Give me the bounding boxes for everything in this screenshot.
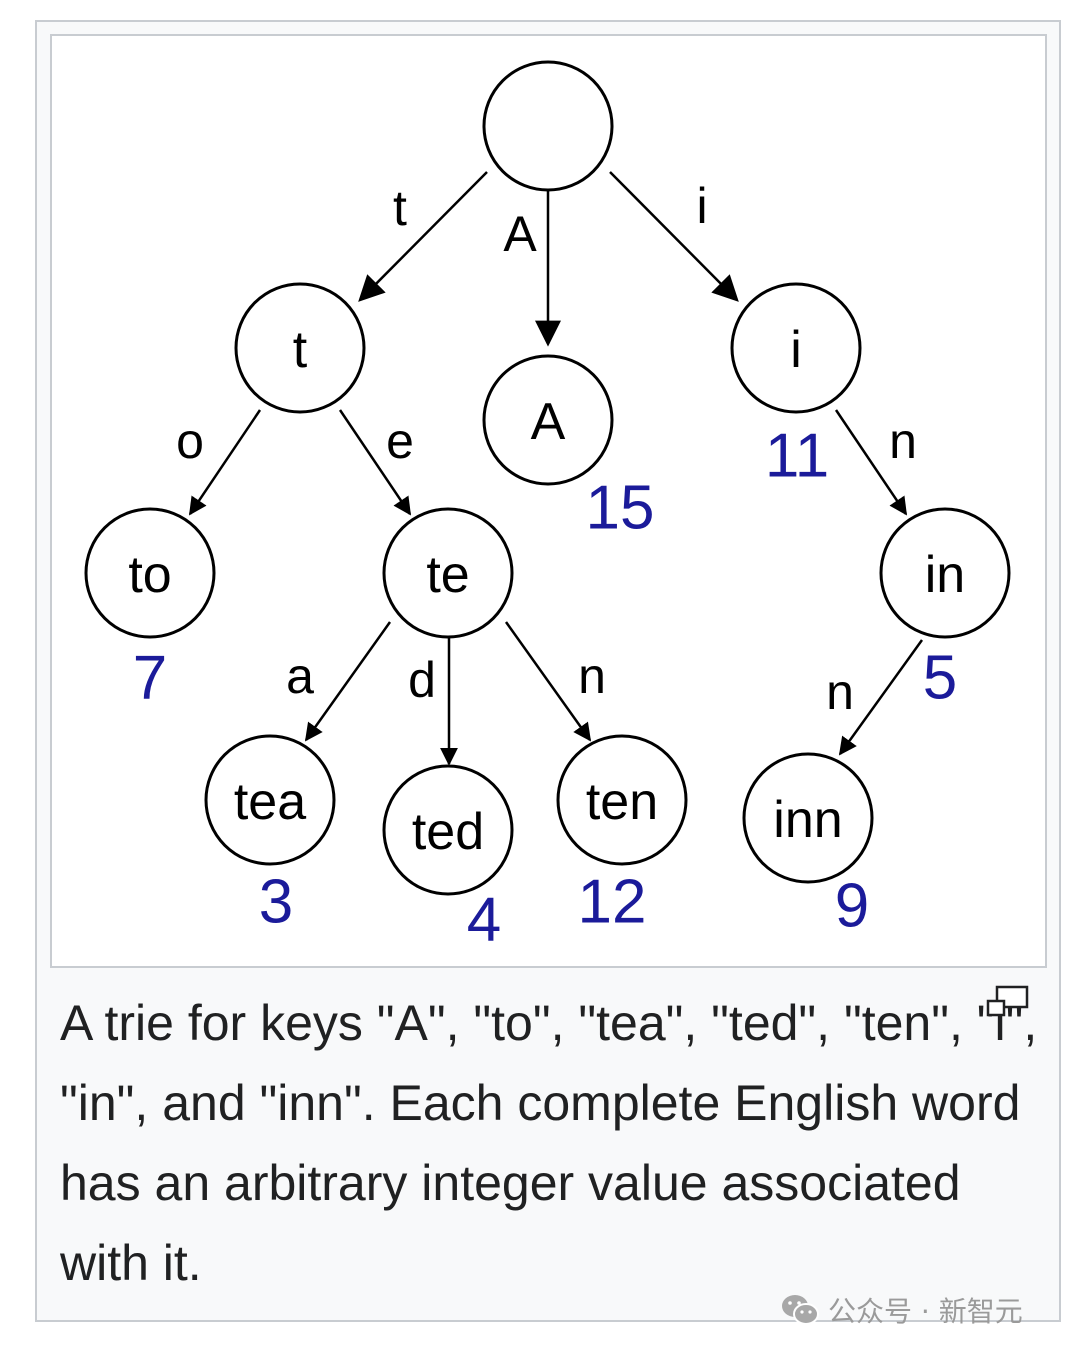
node-label-ten: ten <box>586 773 658 831</box>
node-label-to: to <box>128 546 171 604</box>
node-ten: ten 12 <box>556 734 688 937</box>
edge-label-in-inn: n <box>826 664 854 720</box>
node-label-i: i <box>790 321 802 379</box>
edge-label-te-tea: a <box>286 648 314 704</box>
node-circle-inn <box>742 752 874 884</box>
node-value-inn: 9 <box>835 872 869 941</box>
node-label-te: te <box>426 546 469 604</box>
node-t: t <box>234 282 366 414</box>
node-label-ted: ted <box>412 803 484 861</box>
node-to: to 7 <box>84 507 216 713</box>
node-circle-in <box>879 507 1011 639</box>
node-circle-te <box>382 507 514 639</box>
node-circle-A <box>482 354 614 486</box>
edge-label-te-ted: d <box>408 652 436 708</box>
figure-caption: A trie for keys "A", "to", "tea", "ted",… <box>60 995 1038 1291</box>
node-circle-ten <box>556 734 688 866</box>
node-i: i 11 <box>730 282 862 491</box>
node-label-tea: tea <box>234 773 306 831</box>
node-circle-i <box>730 282 862 414</box>
wechat-icon <box>782 1295 819 1325</box>
edge-i-in <box>834 409 908 516</box>
edge-label-te-ten: n <box>578 648 606 704</box>
edge-label-t-to: o <box>176 413 204 469</box>
node-value-to: 7 <box>133 644 167 713</box>
node-circle-ted <box>382 764 514 896</box>
node-value-ten: 12 <box>578 868 647 937</box>
node-label-A: A <box>531 393 566 451</box>
edge-label-t-te: e <box>386 413 414 469</box>
node-circle-to <box>84 507 216 639</box>
edge-in-inn <box>838 639 924 756</box>
edge-label-i-in: n <box>889 413 917 469</box>
node-label-in: in <box>925 546 965 604</box>
node-root <box>482 60 614 192</box>
watermark: 公众号 · 新智元 <box>780 1290 1023 1330</box>
edge-t-te <box>338 409 412 516</box>
node-tea: tea 3 <box>204 734 336 937</box>
node-ted: ted 4 <box>382 764 514 955</box>
node-value-i: 11 <box>765 422 829 491</box>
edge-root-i <box>609 171 739 302</box>
node-label-inn: inn <box>773 791 842 849</box>
node-value-ted: 4 <box>467 886 501 955</box>
edge-root-t <box>358 171 488 302</box>
edge-label-root-t: t <box>393 180 407 236</box>
magnify-clip-icon[interactable] <box>985 985 1031 1019</box>
node-in: in 5 <box>879 507 1011 713</box>
edge-label-root-i: i <box>696 178 707 234</box>
node-circle-t <box>234 282 366 414</box>
node-inn: inn 9 <box>742 752 874 941</box>
node-te: te <box>382 507 514 639</box>
node-value-A: 15 <box>586 474 655 543</box>
edge-label-root-A: A <box>503 206 537 262</box>
watermark-text: 公众号 · 新智元 <box>828 1295 1023 1328</box>
node-circle-root <box>482 60 614 192</box>
node-value-tea: 3 <box>259 868 293 937</box>
node-A: A 15 <box>482 354 655 543</box>
node-circle-tea <box>204 734 336 866</box>
edge-te-tea <box>304 621 392 742</box>
node-value-in: 5 <box>923 644 957 713</box>
edge-te-ten <box>504 621 592 742</box>
node-label-t: t <box>293 321 308 379</box>
edge-t-to <box>188 409 262 516</box>
